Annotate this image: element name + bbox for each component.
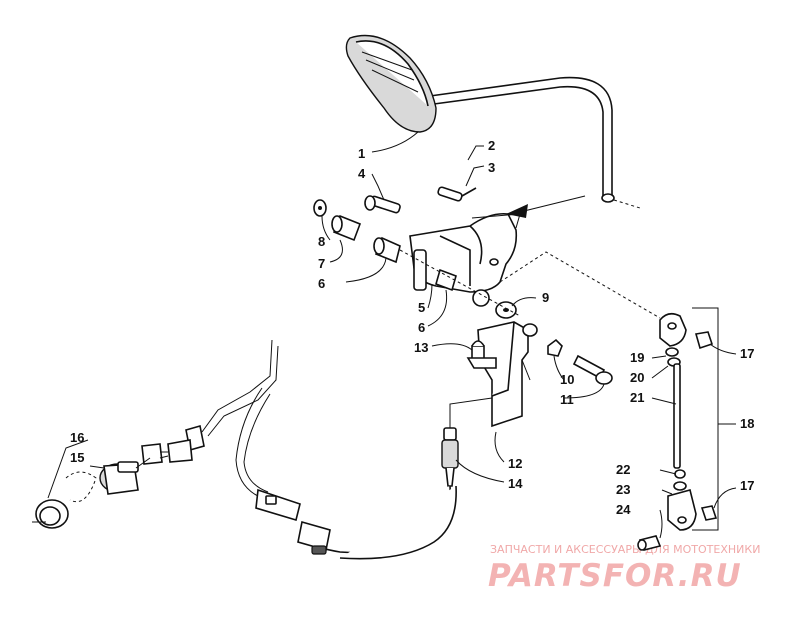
callout-7: 7 (318, 256, 325, 271)
watermark-tagline: ЗАПЧАСТИ И АКСЕССУАРЫ ДЛЯ МОТОТЕХНИКИ (490, 543, 760, 556)
leader-lines (47, 131, 737, 539)
callout-17a: 17 (740, 346, 754, 361)
watermark: ЗАПЧАСТИ И АКСЕССУАРЫ ДЛЯ МОТОТЕХНИКИ PA… (488, 543, 760, 594)
callout-20: 20 (630, 370, 644, 385)
callout-1: 1 (358, 146, 365, 161)
callout-9: 9 (542, 290, 549, 305)
part-small-hardware-top (364, 186, 477, 214)
callout-17b: 17 (740, 478, 754, 493)
direction-arrow (506, 195, 586, 218)
callout-21: 21 (630, 390, 644, 405)
callouts: 1 2 3 4 5 6 6 7 8 9 10 11 12 13 14 15 16… (70, 138, 754, 517)
callout-6a: 6 (318, 276, 325, 291)
callout-14: 14 (508, 476, 523, 491)
callout-11: 11 (560, 392, 574, 407)
callout-8: 8 (318, 234, 325, 249)
part-throttle-arm (477, 321, 538, 428)
callout-10: 10 (560, 372, 574, 387)
part-hand-lever (345, 34, 641, 209)
part-throttle-cable (297, 397, 493, 560)
part-pivot-bracket (409, 212, 521, 293)
part-arm-bolt (547, 338, 613, 385)
callout-6b: 6 (418, 320, 425, 335)
callout-4: 4 (358, 166, 366, 181)
callout-2: 2 (488, 138, 495, 153)
callout-24: 24 (616, 502, 631, 517)
callout-22: 22 (616, 462, 630, 477)
callout-12: 12 (508, 456, 522, 471)
callout-16: 16 (70, 430, 84, 445)
callout-15: 15 (70, 450, 84, 465)
part-left-spacers (313, 199, 401, 264)
part-wiring-harness (141, 339, 301, 522)
callout-13: 13 (414, 340, 428, 355)
part-right-spacers (399, 249, 521, 319)
watermark-logo: PARTSFOR.RU (488, 558, 742, 594)
callout-3: 3 (488, 160, 495, 175)
callout-5: 5 (418, 300, 425, 315)
assembly-bracket (692, 307, 736, 531)
part-arm-bushing (466, 340, 497, 369)
part-kill-switch (32, 457, 151, 529)
callout-19: 19 (630, 350, 644, 365)
callout-18: 18 (740, 416, 754, 431)
part-linkage-rod (499, 251, 718, 551)
callout-23: 23 (616, 482, 630, 497)
